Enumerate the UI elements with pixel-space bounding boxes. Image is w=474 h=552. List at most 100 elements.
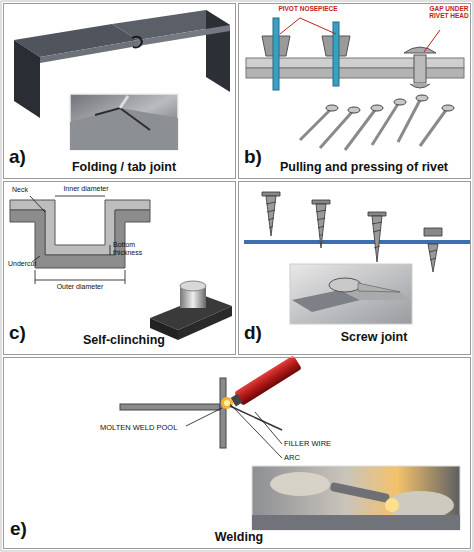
photo-inset [290,264,412,324]
clinch-block [150,281,232,340]
t-joint [120,378,226,448]
rivet-pile [372,104,398,145]
photo-inset [385,498,399,512]
folded-sheet [132,37,142,48]
pivot-nosepiece [333,22,339,86]
part-label: Outer diameter [48,283,112,291]
panel-caption: Screw joint [279,330,469,344]
part-label: Inner diameter [56,185,116,193]
screw [424,228,442,236]
photo-inset [120,96,128,108]
photo-inset [330,482,391,503]
panel-box: d)Screw joint [238,181,471,355]
panel-letter: c) [9,322,26,344]
panel-letter: a) [9,146,26,168]
rivet-pile [394,99,406,105]
part-label: GAP UNDER RIVET HEAD [428,5,470,20]
pivot-nosepiece [273,18,279,90]
sheet-line [244,240,470,244]
rivet-head [410,84,430,88]
photo-inset [252,515,460,530]
rivet-pile [398,100,420,142]
part-label: Undercut [8,260,48,268]
panel-caption: Welding [174,530,304,544]
rivet-pile [416,95,428,101]
rivet-head [280,18,440,88]
part-label: Bottom thickness [113,241,153,257]
rivet-pile [371,105,383,111]
photo-inset [270,472,330,496]
panel-box: a)Folding / tab joint [3,3,236,179]
dimension-line [125,270,126,284]
filler-wire [230,406,282,430]
dimension-line [110,245,111,255]
rivet-head [280,18,336,34]
dimension-line [30,196,125,284]
screw [316,210,326,236]
t-joint [220,378,226,448]
rivet-head [414,55,426,83]
screw [372,222,382,248]
rivet-pile [442,105,454,111]
rivet-head [404,47,436,53]
weld-arc [224,400,230,406]
clinch-block [178,306,232,340]
filler-wire [230,406,282,430]
rivet-head [424,30,440,52]
leader-line [230,404,282,458]
sheet-line [244,240,470,244]
panel-letter: b) [244,146,262,168]
screw [312,200,330,204]
weld-torch [229,355,302,409]
screw [262,192,442,272]
panel-box: c)Self-clinching [3,181,236,355]
rivet-pile [300,110,330,140]
screw [266,202,276,228]
panel-caption: Folding / tab joint [24,160,224,174]
rivet-pile [300,95,454,150]
dimension-line [35,280,125,281]
part-label: PIVOT NOSEPIECE [268,5,348,12]
screw [316,204,326,248]
rivet-pile [326,105,338,111]
photo-inset [252,466,460,530]
folded-sheet [138,25,230,46]
leader-line [255,412,282,444]
part-label: FILLER WIRE [284,440,364,449]
part-label: MOLTEN WELD POOL [100,424,188,433]
leader-line [186,408,222,426]
screw [428,244,438,272]
photo-inset [386,491,454,519]
dimension-line [35,270,36,284]
photo-inset [329,278,361,292]
panel-caption: Pulling and pressing of rivet [259,160,469,174]
rivet-pile [420,110,446,146]
panel-caption: Self-clinching [24,333,224,347]
part-label: ARC [284,454,324,463]
clinch-block [180,281,206,291]
screw [266,196,276,236]
photo-inset [290,264,412,324]
screw [429,250,437,260]
screw [368,212,386,216]
clinch-section [10,210,150,268]
part-label: Neck [12,186,52,194]
panel-letter: e) [10,518,27,540]
photo-inset [70,94,178,150]
photo-inset [70,94,178,150]
folded-sheet [40,40,138,63]
clinch-section [10,200,150,268]
photo-inset [70,108,178,150]
panel-box: b)Pulling and pressing of rivet [238,3,471,179]
photo-inset [95,108,150,130]
panel-box: e) Welding [3,357,471,549]
rivet-pile [348,107,360,113]
folded-sheet [206,10,230,92]
rivet-pile [345,110,375,150]
screw [372,216,382,262]
folded-sheet [14,40,40,118]
weld-torch [229,355,302,409]
rivet-pile [300,95,454,150]
